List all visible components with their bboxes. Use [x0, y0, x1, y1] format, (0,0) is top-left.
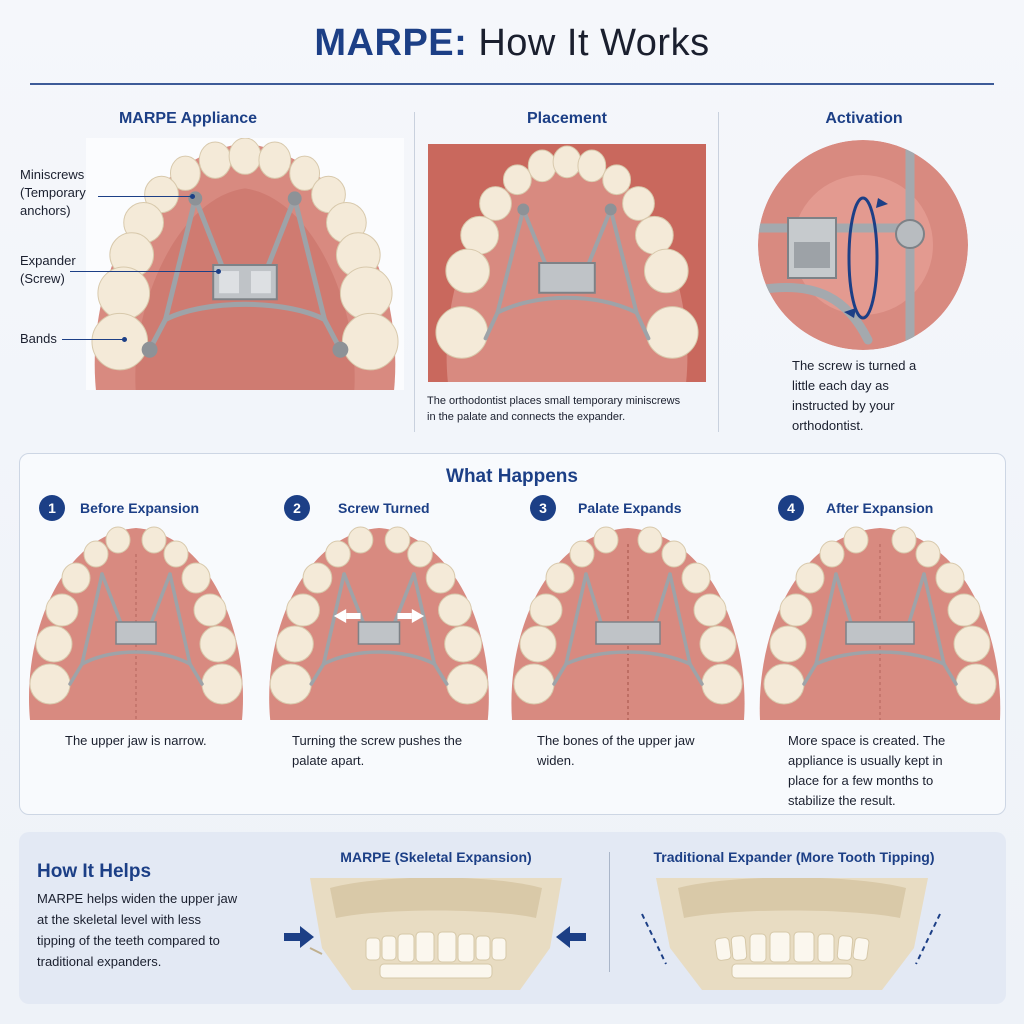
step-title: Screw Turned — [338, 500, 430, 516]
inward-arrow-left-icon — [284, 926, 314, 948]
comparison-divider — [609, 852, 610, 972]
column-divider — [414, 112, 415, 432]
bands-leader-dot — [122, 337, 127, 342]
placement-title: Placement — [526, 110, 608, 127]
bands-leader — [62, 339, 124, 340]
placement-caption: The orthodontist places small temporary … — [427, 395, 681, 423]
appliance-title: MARPE Appliance — [118, 110, 258, 127]
expander-label: Expander (Screw) — [20, 253, 76, 286]
column-divider — [718, 112, 719, 432]
step-4-illustration — [756, 524, 1004, 720]
step-number: 3 — [530, 495, 556, 521]
page-title: MARPE: How It Works — [0, 22, 1024, 65]
activation-caption: The screw is turned a little each day as… — [792, 358, 917, 433]
expander-leader-dot — [216, 269, 221, 274]
step-title: Before Expansion — [80, 500, 200, 516]
traditional-comparison-title: Traditional Expander (More Tooth Tipping… — [653, 849, 935, 865]
activation-closeup — [758, 140, 968, 350]
placement-photo — [428, 144, 706, 382]
tipping-line-left-icon — [641, 913, 667, 965]
activation-title: Activation — [825, 110, 903, 127]
title-divider — [30, 83, 994, 85]
step-caption: The upper jaw is narrow. — [65, 733, 207, 748]
miniscrews-leader — [98, 196, 192, 197]
step-caption: The bones of the upper jaw widen. — [537, 733, 695, 768]
how-it-helps-title: How It Helps — [37, 861, 152, 882]
traditional-skull-illustration — [646, 878, 938, 990]
step-caption: More space is created. The appliance is … — [788, 733, 946, 808]
step-number: 1 — [39, 495, 65, 521]
step-2-illustration — [262, 524, 496, 720]
miniscrews-leader-dot — [190, 194, 195, 199]
appliance-illustration — [86, 138, 404, 390]
marpe-skull-illustration — [300, 878, 572, 990]
what-happens-title: What Happens — [446, 466, 578, 487]
step-1-illustration — [22, 524, 250, 720]
step-title: After Expansion — [826, 500, 934, 516]
inward-arrow-right-icon — [556, 926, 586, 948]
how-it-helps-text: MARPE helps widen the upper jaw at the s… — [37, 891, 238, 969]
bands-label: Bands — [20, 331, 57, 346]
step-number: 2 — [284, 495, 310, 521]
step-number: 4 — [778, 495, 804, 521]
step-caption: Turning the screw pushes the palate apar… — [292, 733, 463, 768]
step-3-illustration — [506, 524, 750, 720]
title-accent: MARPE: — [314, 22, 468, 64]
title-rest: How It Works — [467, 22, 710, 64]
miniscrews-label: Miniscrews (Temporary anchors) — [20, 167, 86, 218]
expander-leader — [70, 271, 218, 272]
marpe-comparison-title: MARPE (Skeletal Expansion) — [340, 849, 532, 865]
step-title: Palate Expands — [578, 500, 682, 516]
tipping-line-right-icon — [915, 913, 941, 965]
